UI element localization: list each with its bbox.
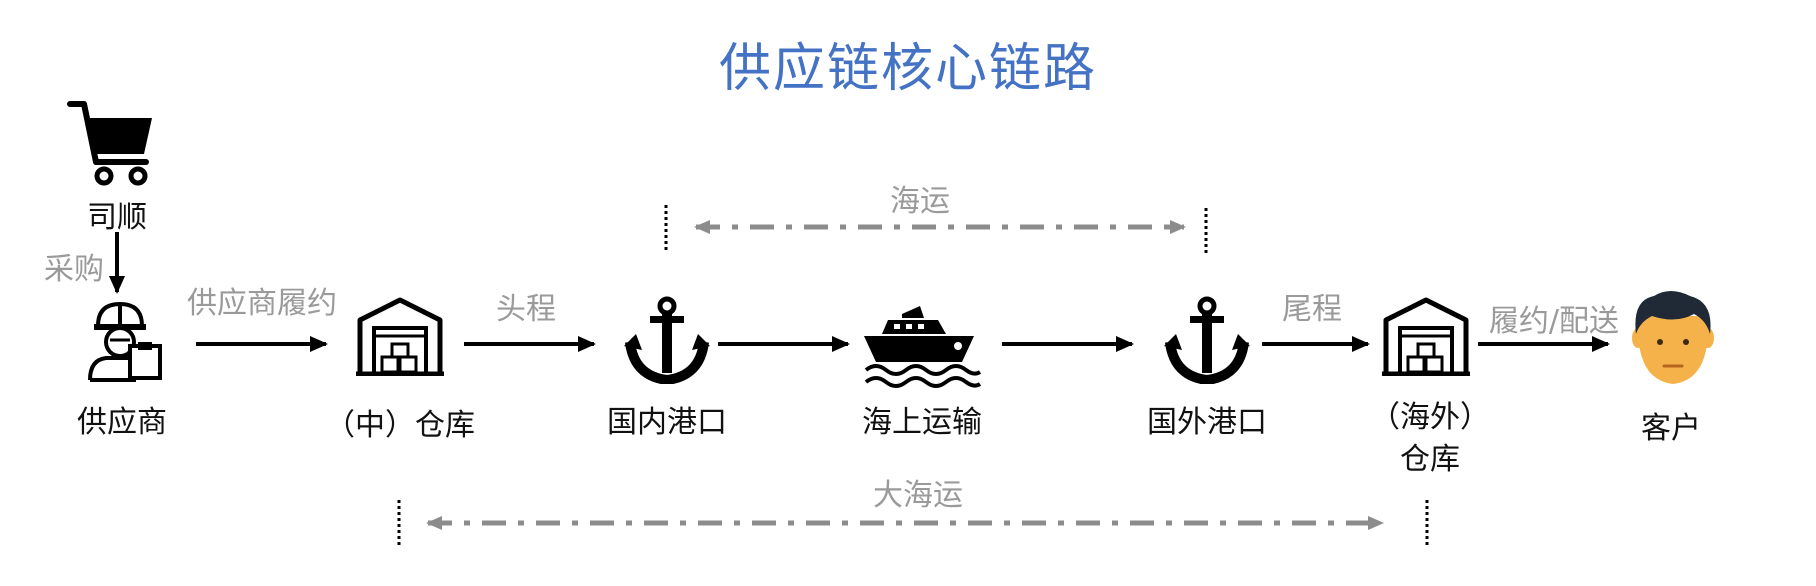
supplier-fulfill-edge-label: 供应商履约 [187, 286, 337, 321]
foreign-anchor-icon [1164, 296, 1250, 384]
overseas-warehouse-icon [1382, 297, 1470, 376]
anchor-icon [624, 296, 710, 384]
supplier-worker-icon [88, 301, 162, 382]
first-leg-edge-label: 头程 [496, 292, 556, 327]
fulfill-delivery-edge-label: 履约/配送 [1488, 304, 1620, 339]
sea-span-label: 海运 [890, 184, 950, 219]
big-sea-span-label: 大海运 [873, 478, 963, 513]
domestic-port-label: 国内港口 [607, 405, 727, 440]
overseas-warehouse-label-line1: （海外） [1370, 400, 1490, 435]
supplier-label: 供应商 [77, 405, 167, 440]
simon-label: 司顺 [87, 200, 147, 235]
diagram-title: 供应链核心链路 [718, 39, 1097, 99]
customer-face-icon [1632, 291, 1714, 384]
overseas-warehouse-label-line2: 仓库 [1400, 442, 1460, 477]
sea-transport-label: 海上运输 [862, 405, 982, 440]
shopping-cart-icon [67, 101, 152, 186]
ship-icon [864, 306, 982, 388]
last-leg-edge-label: 尾程 [1282, 292, 1342, 327]
customer-label: 客户 [1641, 411, 1701, 446]
foreign-port-label: 国外港口 [1147, 405, 1267, 440]
purchase-edge-label: 采购 [44, 252, 104, 287]
cn-warehouse-label: （中）仓库 [325, 408, 475, 443]
warehouse-icon [356, 297, 444, 376]
